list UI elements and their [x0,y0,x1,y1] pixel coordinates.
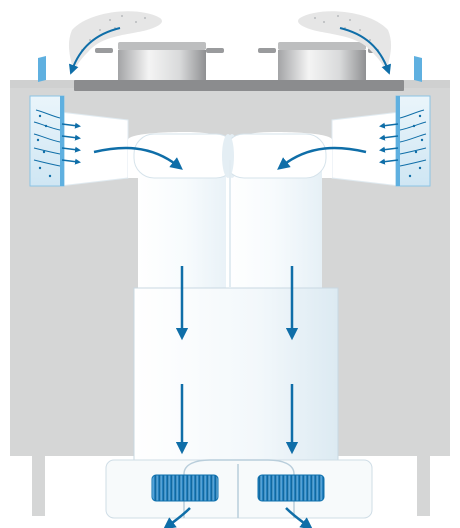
steam-plume-right [298,11,392,75]
duct-head-right [222,133,327,179]
fan-left [151,474,219,502]
grease-filter-right [395,56,431,187]
duct-inflow-arrow-right [277,146,367,170]
pot-right [258,42,386,80]
duct-inflow-arrow-left [93,146,183,170]
fan-unit [105,459,373,519]
stovetop [74,80,404,91]
pot-left [95,42,224,80]
cabinet-leg-right [417,456,430,516]
cabinet-leg-left [32,456,45,516]
intake-arrows-left [61,122,81,165]
downdraft-arrows [175,266,299,455]
steam-plume-left [68,11,162,75]
downdraft-housing [133,160,339,461]
exhaust-arrow-left [162,507,191,528]
intake-arrows-right [379,122,399,165]
fan-right [257,474,325,502]
grease-filter-left [29,56,65,187]
exhaust-arrow-right [285,507,314,528]
